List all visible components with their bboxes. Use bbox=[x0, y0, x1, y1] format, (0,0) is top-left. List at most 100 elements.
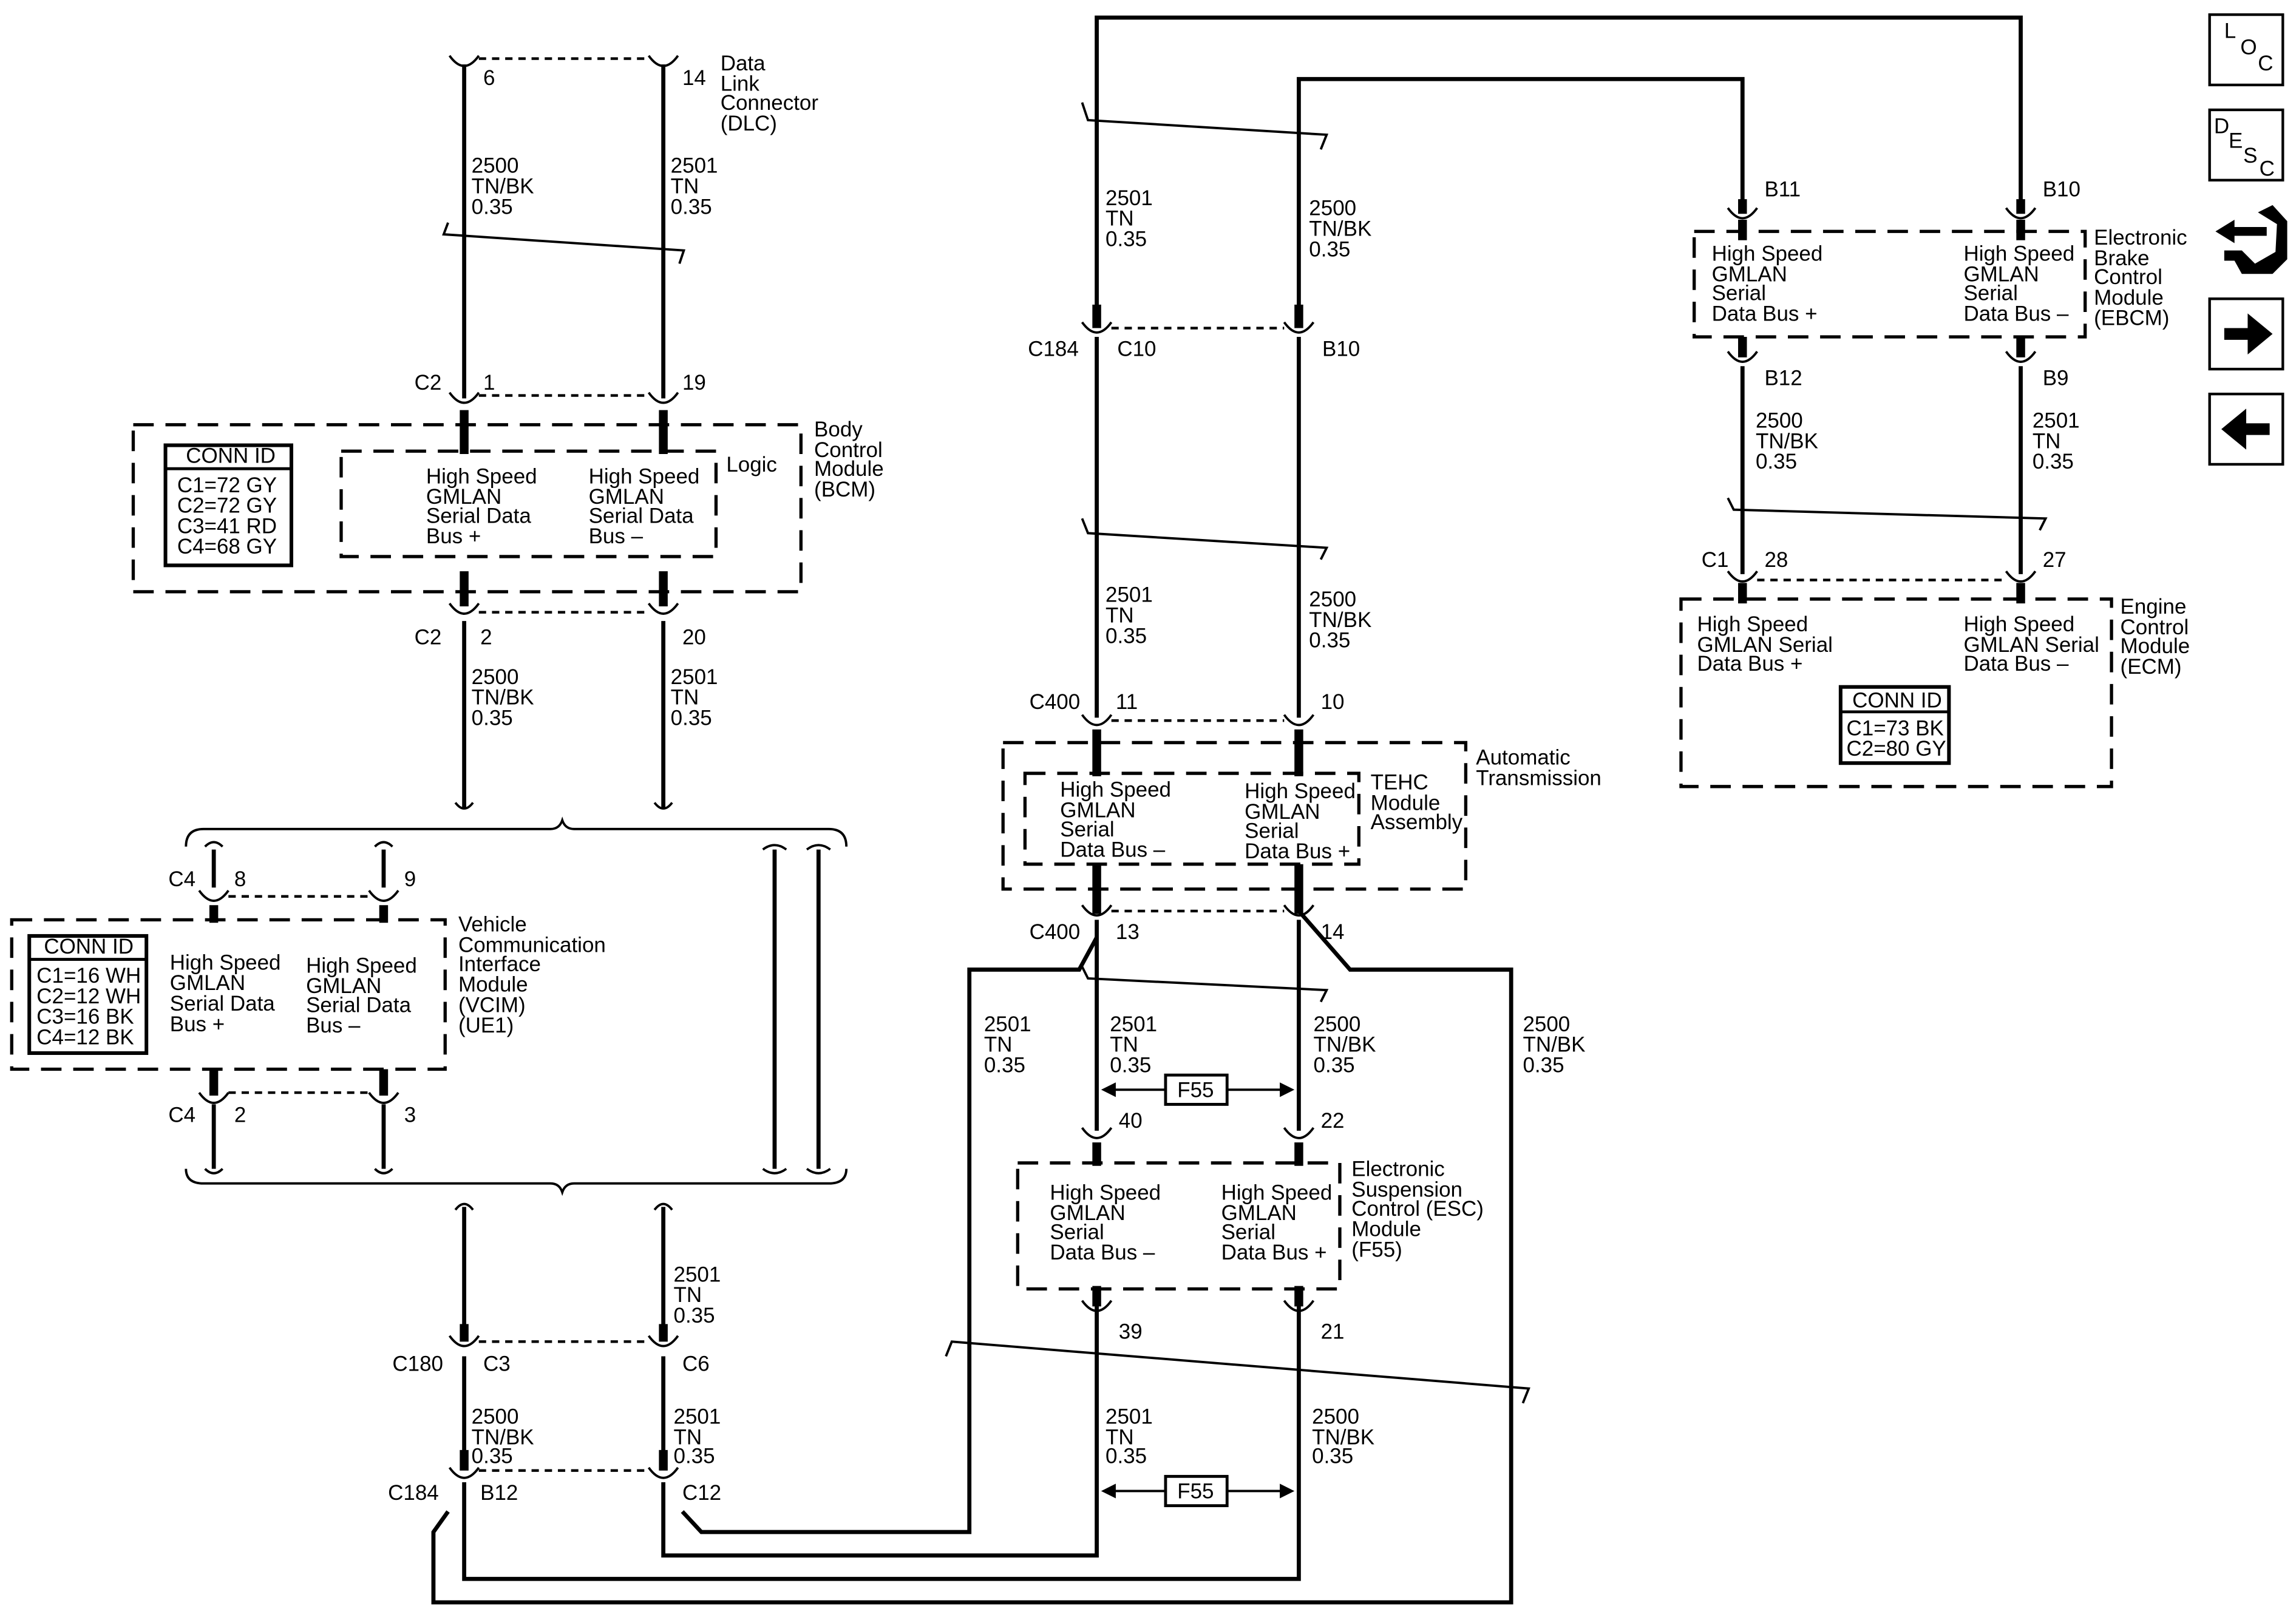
svg-text:Serial: Serial bbox=[1221, 1220, 1275, 1244]
dlc-pin-6: 6 bbox=[483, 66, 495, 90]
svg-text:Electronic: Electronic bbox=[1351, 1158, 1445, 1181]
svg-text:Serial Data: Serial Data bbox=[426, 504, 531, 527]
svg-text:Module: Module bbox=[2121, 634, 2190, 658]
desc-button[interactable]: D E S C bbox=[2208, 108, 2284, 181]
svg-text:GMLAN: GMLAN bbox=[170, 971, 245, 995]
svg-text:28: 28 bbox=[1764, 548, 1788, 572]
svg-text:0.35: 0.35 bbox=[984, 1053, 1025, 1077]
svg-text:20: 20 bbox=[682, 626, 706, 649]
svg-text:0.35: 0.35 bbox=[2033, 450, 2074, 473]
svg-text:8: 8 bbox=[234, 867, 246, 891]
svg-text:1: 1 bbox=[483, 371, 495, 395]
svg-text:TN: TN bbox=[1110, 1033, 1138, 1057]
svg-text:GMLAN: GMLAN bbox=[306, 974, 381, 998]
svg-text:0.35: 0.35 bbox=[1314, 1053, 1355, 1077]
svg-text:(ECM): (ECM) bbox=[2121, 655, 2182, 679]
svg-text:Data Bus –: Data Bus – bbox=[1963, 652, 2069, 676]
svg-text:Module: Module bbox=[458, 973, 528, 997]
svg-text:TN: TN bbox=[671, 175, 699, 198]
svg-text:0.35: 0.35 bbox=[1309, 237, 1350, 261]
svg-text:B10: B10 bbox=[2043, 177, 2080, 201]
svg-text:0.35: 0.35 bbox=[1106, 227, 1147, 251]
svg-text:(VCIM): (VCIM) bbox=[458, 993, 526, 1017]
svg-text:Serial Data: Serial Data bbox=[170, 992, 275, 1015]
svg-text:Control: Control bbox=[814, 438, 883, 462]
svg-text:0.35: 0.35 bbox=[472, 1445, 513, 1468]
svg-text:(UE1): (UE1) bbox=[458, 1014, 514, 1037]
svg-text:Serial: Serial bbox=[1050, 1220, 1104, 1244]
svg-text:C2=80 GY: C2=80 GY bbox=[1847, 737, 1946, 761]
svg-text:(F55): (F55) bbox=[1351, 1238, 1402, 1261]
arrow-left-icon[interactable] bbox=[2208, 392, 2284, 466]
svg-text:Bus +: Bus + bbox=[170, 1012, 225, 1036]
svg-text:TN/BK: TN/BK bbox=[1312, 1425, 1374, 1449]
svg-text:2500: 2500 bbox=[1312, 1405, 1359, 1428]
c184-mid-connector: C184 C10 B10 bbox=[1028, 304, 1360, 361]
brace-bottom bbox=[185, 1168, 848, 1196]
svg-text:Serial: Serial bbox=[1060, 818, 1114, 841]
bcm-logic-label: Logic bbox=[726, 453, 777, 476]
svg-text:C180: C180 bbox=[392, 1352, 443, 1376]
svg-text:High Speed: High Speed bbox=[306, 954, 417, 977]
svg-text:TN/BK: TN/BK bbox=[472, 175, 534, 198]
svg-text:2501: 2501 bbox=[1106, 583, 1153, 607]
dlc-connector: 6 14 Data Link Connector (DLC) bbox=[448, 52, 819, 135]
svg-text:TN/BK: TN/BK bbox=[1309, 608, 1371, 632]
svg-text:C1=73 BK: C1=73 BK bbox=[1847, 716, 1944, 740]
svg-text:TN/BK: TN/BK bbox=[472, 1425, 534, 1449]
arrow-right-icon[interactable] bbox=[2208, 297, 2284, 371]
svg-text:B11: B11 bbox=[1764, 177, 1801, 201]
svg-text:Module: Module bbox=[1351, 1218, 1421, 1241]
svg-text:(BCM): (BCM) bbox=[814, 478, 875, 501]
svg-text:C4=12 BK: C4=12 BK bbox=[36, 1025, 134, 1049]
loc-button[interactable]: L O C bbox=[2208, 13, 2284, 87]
svg-text:2: 2 bbox=[234, 1103, 246, 1127]
svg-text:11: 11 bbox=[1116, 690, 1138, 714]
svg-text:High Speed: High Speed bbox=[170, 951, 281, 974]
svg-text:B10: B10 bbox=[1322, 337, 1360, 361]
svg-text:0.35: 0.35 bbox=[472, 706, 513, 730]
svg-text:2500: 2500 bbox=[1314, 1012, 1361, 1036]
dlc-name-line-3: Connector bbox=[721, 91, 819, 115]
svg-text:TN: TN bbox=[984, 1033, 1013, 1057]
svg-text:TN: TN bbox=[1106, 604, 1134, 628]
svg-text:GMLAN: GMLAN bbox=[1712, 262, 1787, 286]
svg-text:2501: 2501 bbox=[674, 1263, 721, 1286]
svg-text:C400: C400 bbox=[1030, 690, 1081, 714]
svg-text:S: S bbox=[2243, 144, 2257, 168]
svg-text:TN: TN bbox=[1106, 1425, 1134, 1449]
svg-text:C6: C6 bbox=[682, 1352, 710, 1376]
svg-text:2500: 2500 bbox=[1523, 1012, 1570, 1036]
svg-text:B12: B12 bbox=[1764, 367, 1802, 390]
svg-text:Brake: Brake bbox=[2094, 246, 2149, 270]
svg-text:21: 21 bbox=[1321, 1320, 1345, 1344]
svg-text:Serial Data: Serial Data bbox=[589, 504, 694, 527]
svg-text:F55: F55 bbox=[1177, 1078, 1214, 1102]
svg-text:C4=68 GY: C4=68 GY bbox=[177, 535, 277, 558]
svg-text:C400: C400 bbox=[1030, 920, 1081, 944]
svg-text:TN: TN bbox=[1106, 207, 1134, 231]
c184-left-connector: C184 B12 C12 bbox=[388, 1466, 721, 1505]
connector-tool-icon[interactable] bbox=[2215, 205, 2288, 274]
svg-text:2500: 2500 bbox=[472, 665, 519, 689]
svg-text:C1=72 GY: C1=72 GY bbox=[177, 473, 277, 497]
svg-text:C12: C12 bbox=[682, 1481, 721, 1505]
svg-text:2501: 2501 bbox=[1110, 1012, 1157, 1036]
svg-text:40: 40 bbox=[1119, 1109, 1143, 1133]
dlc-name-line-2: Link bbox=[721, 72, 760, 96]
svg-text:Data Bus –: Data Bus – bbox=[1963, 302, 2069, 325]
svg-text:High Speed: High Speed bbox=[1963, 612, 2074, 636]
f55-option-lower: F55 bbox=[1101, 1474, 1295, 1508]
svg-text:GMLAN: GMLAN bbox=[1221, 1201, 1297, 1225]
svg-text:GMLAN: GMLAN bbox=[1963, 262, 2039, 286]
svg-text:CONN ID: CONN ID bbox=[186, 444, 276, 468]
svg-text:High Speed: High Speed bbox=[589, 464, 700, 488]
svg-text:Serial: Serial bbox=[1245, 819, 1299, 842]
svg-text:2501: 2501 bbox=[1106, 1405, 1153, 1428]
